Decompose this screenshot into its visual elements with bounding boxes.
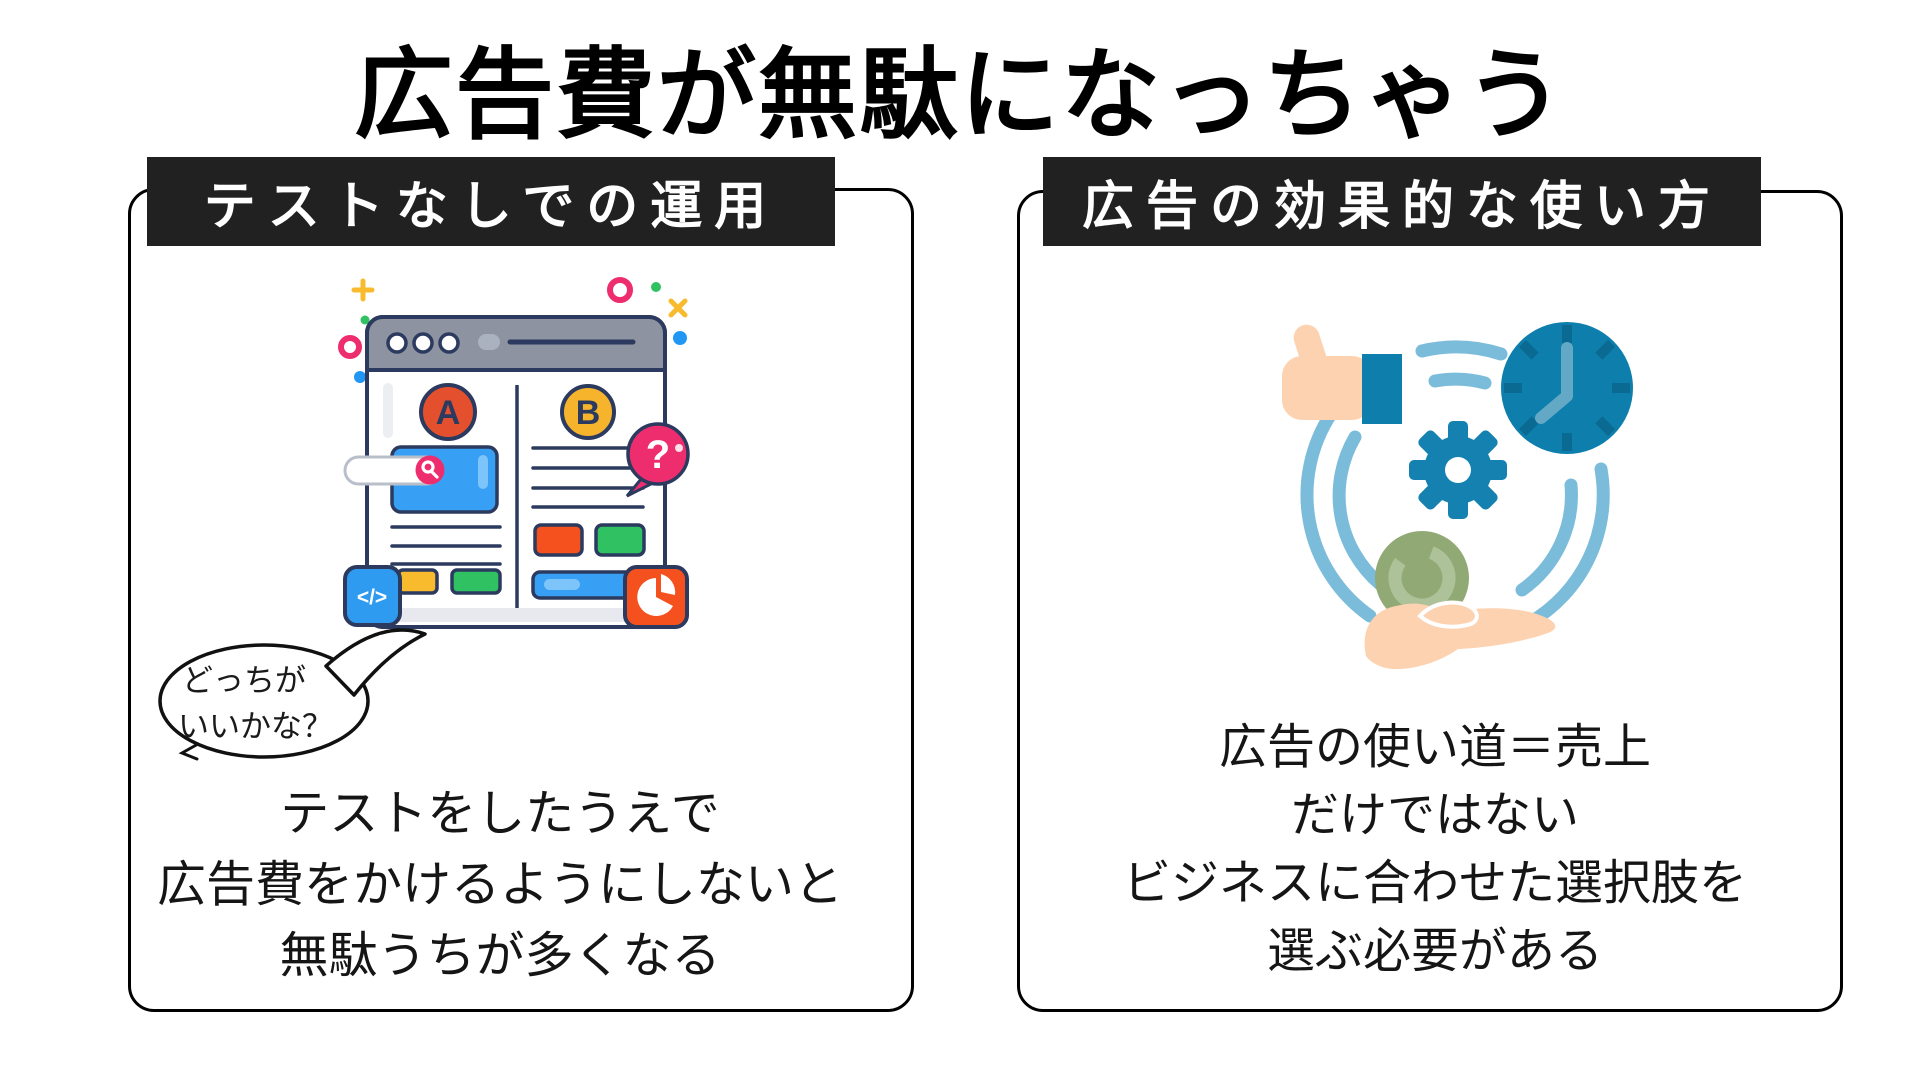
- orange-button: [533, 523, 584, 557]
- blue-dot-icon: [673, 331, 687, 345]
- window-dot-icon: [412, 332, 434, 354]
- thumbs-up-icon: [1282, 324, 1402, 424]
- blue-dot-icon: [354, 371, 366, 383]
- titlebar-blob: [478, 334, 500, 350]
- bubble-line-2: いいかな？: [178, 709, 333, 744]
- left-panel-header-label: テストなしでの運用: [203, 178, 779, 236]
- hero-highlight: [478, 455, 488, 489]
- pink-ring-icon: [338, 335, 362, 359]
- green-button: [450, 568, 502, 595]
- arc-top-inner: [1428, 372, 1492, 390]
- left-panel-body: テストをしたうえで 広告費をかけるようにしないと 無駄うちが多くなる: [90, 778, 910, 991]
- code-icon: </>: [343, 565, 402, 627]
- yellow-button: [396, 568, 439, 595]
- pink-ring-icon: [607, 277, 633, 303]
- pie-chart-icon: [623, 565, 689, 629]
- right-panel-body: 広告の使い道＝売上 だけではない ビジネスに合わせた選択肢を 選ぶ必要がある: [1020, 714, 1850, 986]
- clock-hands: [1535, 342, 1573, 424]
- arc-right-outer: [1522, 462, 1610, 630]
- text-lines: [531, 446, 652, 509]
- speech-bubble-tail: [324, 628, 427, 697]
- sparkle-decorations: [338, 277, 688, 383]
- question-mark-label: ?: [646, 433, 670, 477]
- question-bubble: ?: [625, 422, 690, 498]
- bubble-line-1: どっちが: [182, 663, 306, 698]
- speech-bubble: どっちが いいかな？: [158, 628, 427, 761]
- variant-a-label: A: [436, 394, 461, 432]
- window-dot-icon: [386, 332, 408, 354]
- plus-sparkle-icon: [351, 278, 375, 302]
- right-body-line: 選ぶ必要がある: [1266, 925, 1603, 978]
- cross-sparkle-icon: [668, 298, 688, 318]
- ad-cycle-illustration: [1282, 322, 1633, 670]
- ab-test-illustration: A B ?: [338, 277, 690, 629]
- variant-b-label: B: [576, 394, 601, 432]
- arc-left-outer: [1300, 407, 1377, 623]
- open-hand-icon: [1364, 600, 1556, 670]
- left-body-line: テストをしたうえで: [280, 786, 720, 841]
- browser-footer-strip: [375, 608, 657, 622]
- right-body-line: だけではない: [1290, 789, 1579, 842]
- text-lines: [390, 525, 502, 566]
- right-panel-header: 広告の効果的な使い方: [1043, 157, 1761, 246]
- left-body-line: 広告費をかけるようにしないと: [156, 857, 843, 912]
- left-body-line: 無駄うちが多くなる: [279, 928, 721, 983]
- variant-b-badge: [560, 384, 616, 440]
- left-panel-header: テストなしでの運用: [147, 157, 835, 246]
- arc-right-inner: [1515, 478, 1578, 597]
- right-body-line: 広告の使い道＝売上: [1218, 721, 1651, 774]
- clock-icon: [1501, 322, 1633, 454]
- green-dot-icon: [360, 315, 370, 325]
- arc-left-inner: [1332, 430, 1387, 591]
- green-dot-icon: [651, 282, 661, 292]
- scroll-blob: [383, 383, 393, 438]
- green-button: [594, 523, 646, 557]
- page-title: 広告費が無駄になっちゃう: [354, 39, 1566, 150]
- variant-b-column: B: [531, 384, 652, 600]
- arc-top-outer: [1415, 340, 1508, 361]
- variant-a-column: A: [343, 383, 502, 595]
- blue-bar-highlight: [544, 579, 580, 590]
- gear-icon: [1409, 421, 1507, 519]
- right-panel-header-label: 広告の効果的な使い方: [1081, 178, 1722, 236]
- right-body-line: ビジネスに合わせた選択肢を: [1122, 857, 1747, 910]
- speech-bubble-body: [158, 643, 370, 759]
- cycle-arcs: [1300, 340, 1610, 630]
- speech-bubble-flourish: [178, 742, 200, 761]
- variant-a-badge: [419, 383, 477, 441]
- window-dot-icon: [438, 332, 460, 354]
- code-glyph-label: </>: [357, 586, 387, 609]
